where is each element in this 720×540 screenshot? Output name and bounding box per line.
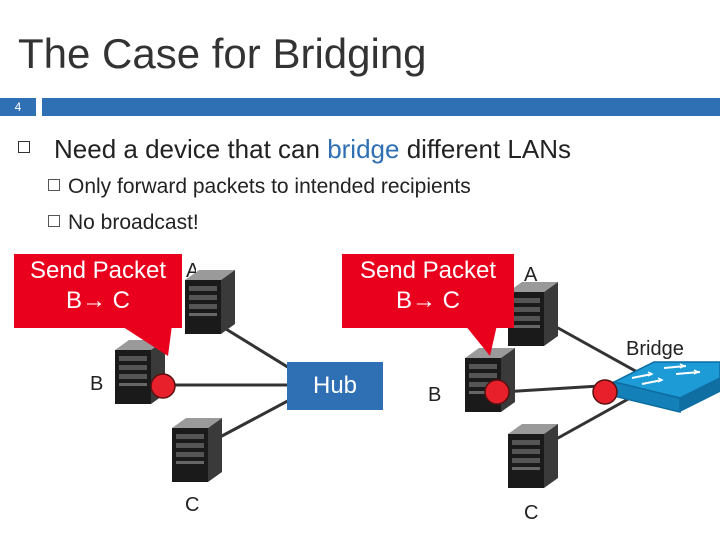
right-callout: Send Packet B→ C <box>342 254 514 328</box>
slide-title: The Case for Bridging <box>18 30 427 77</box>
bullet-square-icon <box>48 215 60 227</box>
left-port-b <box>150 373 176 399</box>
hub-box: Hub <box>287 362 383 410</box>
server-c-left-icon <box>172 418 222 482</box>
main-bullet: Need a device that can bridge different … <box>18 134 571 165</box>
bullet-square-icon <box>18 141 30 153</box>
bridge-switch-icon <box>611 361 720 413</box>
title-rule <box>42 98 720 116</box>
server-c-right-icon <box>508 424 558 488</box>
right-port-b <box>484 379 510 405</box>
left-label-a: A <box>186 260 196 282</box>
left-callout-pointer <box>120 325 172 356</box>
right-label-a: A <box>524 264 538 286</box>
sub-bullet-1: Only forward packets to intended recipie… <box>48 175 471 199</box>
server-a-right-icon <box>508 282 558 346</box>
right-callout-pointer <box>465 325 497 356</box>
left-label-c: C <box>185 494 200 516</box>
right-label-b: B <box>428 384 442 406</box>
left-label-b: B <box>90 373 104 395</box>
slide-number: 4 <box>0 98 36 116</box>
highlight-word: bridge <box>327 134 400 164</box>
left-callout: Send Packet B→ C <box>14 254 182 328</box>
right-port-bridge <box>592 379 618 405</box>
bridge-label: Bridge <box>626 338 684 360</box>
sub-bullet-2: No broadcast! <box>48 211 199 235</box>
right-label-c: C <box>524 502 539 524</box>
bullet-square-icon <box>48 179 60 191</box>
